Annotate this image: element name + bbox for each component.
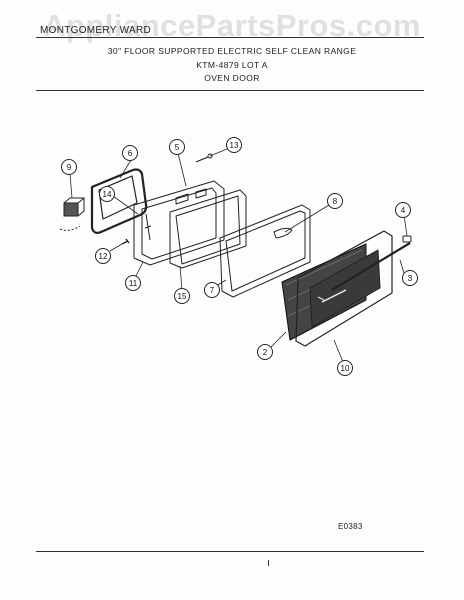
section-title: OVEN DOOR — [204, 73, 260, 83]
footer-tick — [268, 560, 269, 566]
callout-15-text: 15 — [178, 292, 187, 301]
callout-4-text: 4 — [401, 206, 406, 215]
callout-15: 15 — [174, 288, 190, 304]
callout-11: 11 — [125, 275, 141, 291]
outer-door-frame-part — [295, 230, 393, 347]
callout-2: 2 — [257, 344, 273, 360]
callout-13-text: 13 — [230, 141, 239, 150]
leader-lines — [69, 148, 408, 363]
drawing-code: E0383 — [338, 522, 363, 531]
callout-7-text: 7 — [210, 286, 215, 295]
header-rule — [36, 37, 424, 38]
callout-labels: 2 3 4 5 6 7 8 9 10 11 12 13 14 15 — [61, 137, 418, 376]
callout-6: 6 — [122, 145, 138, 161]
callout-7: 7 — [204, 282, 220, 298]
callout-9-text: 9 — [67, 163, 72, 172]
title-rule — [36, 90, 424, 91]
callout-5: 5 — [169, 139, 185, 155]
model-title: 30" FLOOR SUPPORTED ELECTRIC SELF CLEAN … — [107, 46, 357, 56]
callout-3: 3 — [402, 270, 418, 286]
callout-14-text: 14 — [103, 190, 112, 199]
window-pack-part — [219, 204, 311, 298]
callout-13: 13 — [226, 137, 242, 153]
fastener-parts — [121, 153, 213, 245]
callout-12-text: 12 — [99, 252, 108, 261]
callout-4: 4 — [395, 202, 411, 218]
callout-12: 12 — [95, 248, 111, 264]
callout-8-text: 8 — [333, 197, 338, 206]
callout-14: 14 — [99, 186, 115, 202]
inner-door-liner-part — [133, 180, 225, 266]
callout-3-text: 3 — [408, 274, 413, 283]
callout-2-text: 2 — [263, 348, 268, 357]
handle-clip-part — [59, 197, 85, 231]
callout-10: 10 — [337, 360, 353, 376]
callout-10-text: 10 — [341, 364, 350, 373]
insulation-panel-part — [169, 189, 247, 269]
brand-name: MONTGOMERY WARD — [40, 25, 151, 36]
callout-8: 8 — [327, 193, 343, 209]
callout-9: 9 — [61, 159, 77, 175]
footer-rule — [36, 551, 424, 552]
model-number: KTM-4879 LOT A — [196, 60, 268, 70]
door-gasket-part — [90, 168, 148, 234]
callout-6-text: 6 — [128, 149, 133, 158]
callout-11-text: 11 — [129, 279, 138, 288]
callout-5-text: 5 — [175, 143, 180, 152]
